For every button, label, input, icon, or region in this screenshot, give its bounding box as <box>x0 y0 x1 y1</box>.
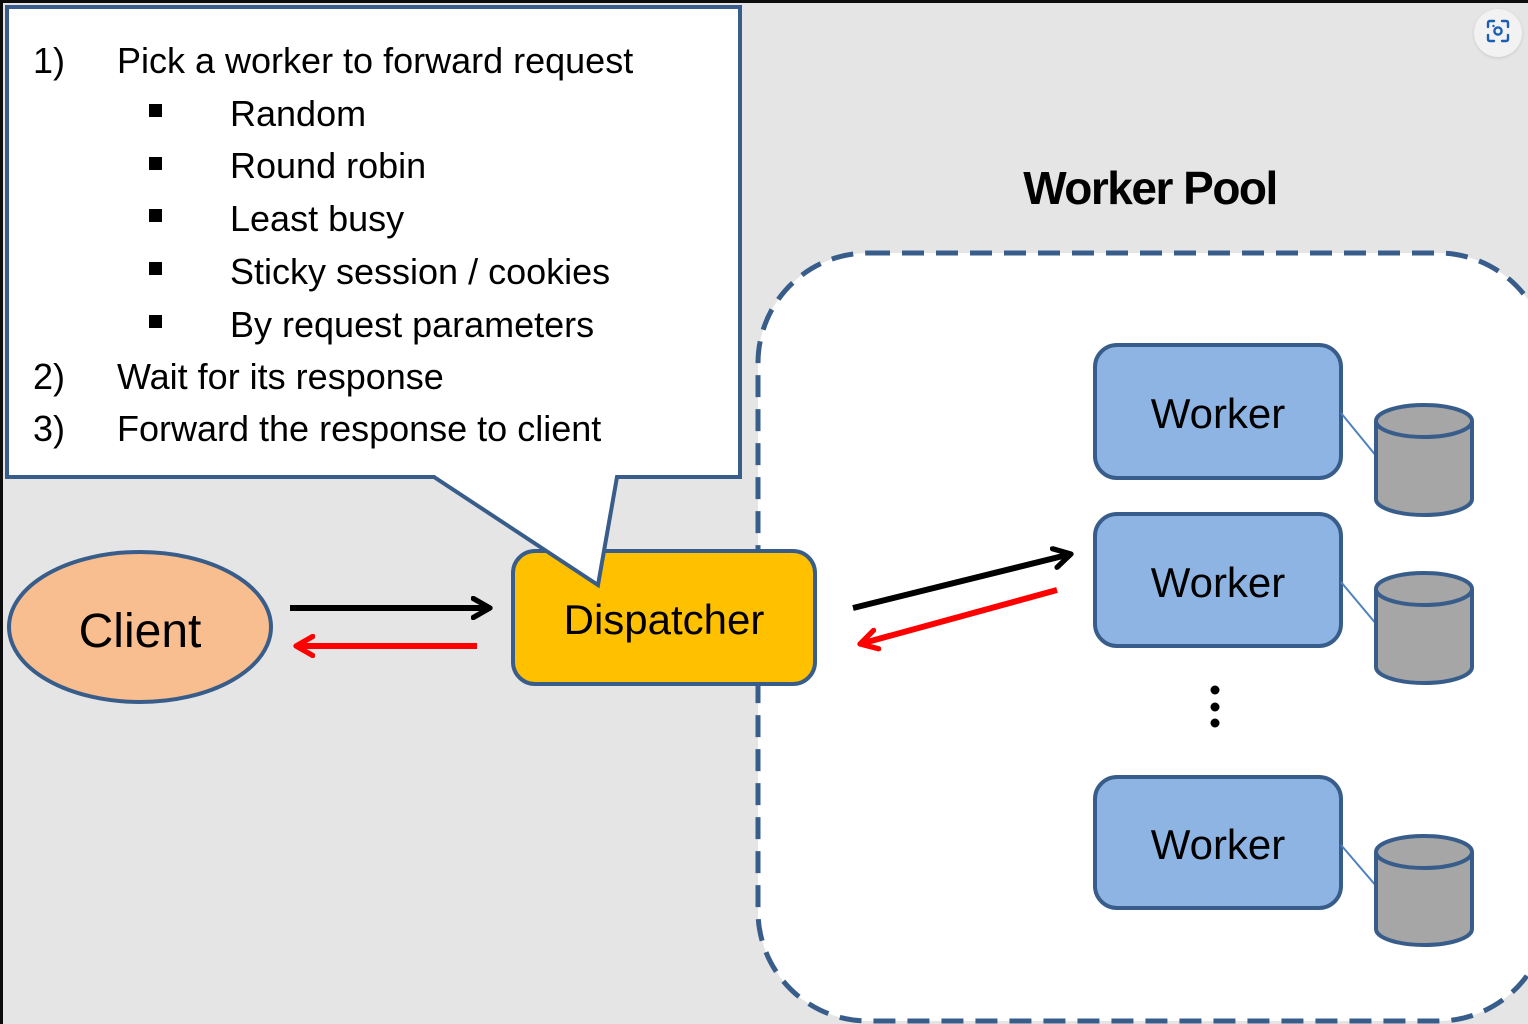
step-number: 3) <box>33 408 65 449</box>
worker-label: Worker <box>1151 821 1286 868</box>
worker-node[interactable]: Worker <box>1093 512 1343 648</box>
step-number: 2) <box>33 356 65 397</box>
visual-search-icon <box>1485 18 1511 49</box>
bullet-icon <box>149 315 162 328</box>
client-node[interactable]: Client <box>7 550 273 704</box>
callout-box <box>5 5 742 589</box>
database-icon <box>1374 571 1474 685</box>
bullet-text: Least busy <box>230 198 404 239</box>
dispatcher-label: Dispatcher <box>564 596 765 643</box>
diagram-canvas: Worker Pool Worker Worker Worker <box>3 3 1528 1024</box>
more-workers-ellipsis-icon <box>1210 685 1220 728</box>
storage-link <box>1340 581 1378 626</box>
request-arrow-dispatcher-to-worker <box>852 554 1071 611</box>
callout-list: 1) Pick a worker to forward request Rand… <box>33 40 633 449</box>
bullet-text: Random <box>230 93 366 134</box>
diagram-svg: Worker Pool Worker Worker Worker <box>5 5 1528 1024</box>
dispatcher-node[interactable]: Dispatcher <box>511 549 817 686</box>
response-arrow-worker-to-dispatcher <box>860 587 1058 644</box>
storage-link <box>1340 844 1378 888</box>
bullet-icon <box>149 209 162 222</box>
bullet-icon <box>149 104 162 117</box>
step-text: Pick a worker to forward request <box>117 40 633 81</box>
worker-label: Worker <box>1151 390 1286 437</box>
database-icon <box>1374 834 1474 947</box>
worker-pool-title: Worker Pool <box>1023 162 1277 214</box>
visual-search-button[interactable] <box>1474 9 1522 57</box>
database-icon <box>1374 403 1474 517</box>
step-text: Forward the response to client <box>117 408 601 449</box>
bullet-text: Sticky session / cookies <box>230 251 610 292</box>
worker-node[interactable]: Worker <box>1093 775 1343 910</box>
step-text: Wait for its response <box>117 356 444 397</box>
bullet-icon <box>149 262 162 275</box>
step-number: 1) <box>33 40 65 81</box>
worker-label: Worker <box>1151 559 1286 606</box>
bullet-text: By request parameters <box>230 304 594 345</box>
worker-node[interactable]: Worker <box>1093 343 1343 480</box>
storage-link <box>1340 412 1378 458</box>
bullet-icon <box>149 157 162 170</box>
bullet-text: Round robin <box>230 145 426 186</box>
client-label: Client <box>79 605 202 658</box>
